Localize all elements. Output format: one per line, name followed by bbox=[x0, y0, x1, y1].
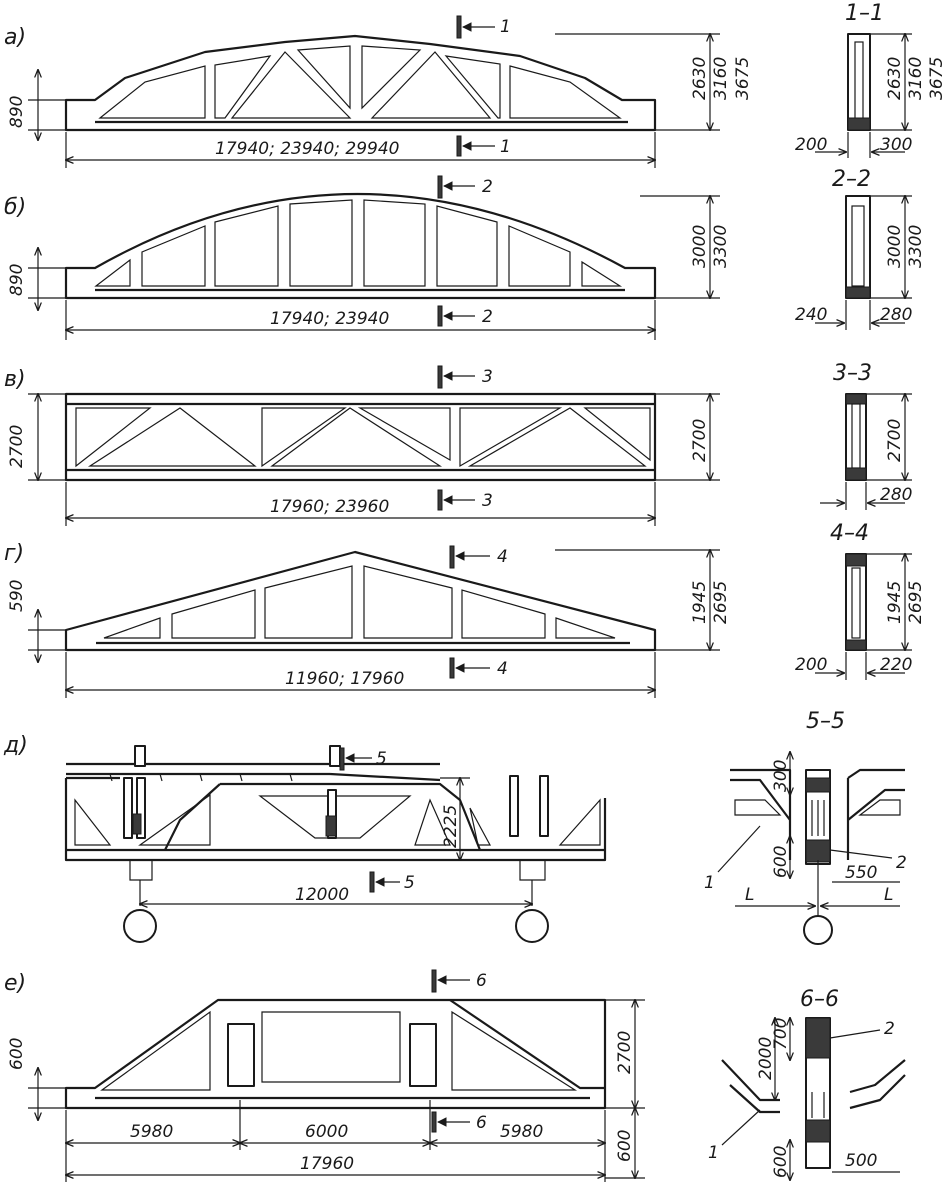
truss-e-span: 12000 bbox=[295, 885, 349, 905]
truss-a-cut-top: 1 bbox=[500, 17, 511, 37]
svg-text:2700: 2700 bbox=[690, 419, 710, 462]
label-b: б) bbox=[4, 195, 26, 220]
label-f: е) bbox=[4, 971, 26, 996]
svg-text:4: 4 bbox=[497, 547, 508, 567]
svg-text:3: 3 bbox=[482, 367, 493, 387]
svg-text:3300: 3300 bbox=[906, 225, 926, 268]
truss-a-cut-bottom: 1 bbox=[500, 137, 511, 157]
svg-text:L: L bbox=[745, 885, 754, 905]
truss-b: б) 17940; 23940 890 3000 3300 2 2 2–2 30… bbox=[4, 167, 926, 340]
truss-c-panels bbox=[75, 407, 651, 468]
section-2-title: 2–2 bbox=[832, 167, 871, 192]
svg-text:3000: 3000 bbox=[690, 225, 710, 268]
svg-text:2700: 2700 bbox=[615, 1031, 635, 1074]
svg-text:3675: 3675 bbox=[927, 57, 947, 100]
svg-text:600: 600 bbox=[615, 1130, 635, 1162]
truss-d-span: 11960; 17960 bbox=[285, 669, 404, 689]
axis-bubble-right bbox=[515, 909, 549, 943]
truss-a-span: 17940; 23940; 29940 bbox=[215, 139, 400, 159]
truss-c-span: 17960; 23960 bbox=[270, 497, 389, 517]
truss-f-segment-1: 5980 bbox=[130, 1122, 173, 1142]
truss-a-height-1: 2630 bbox=[690, 57, 710, 100]
section-3-body bbox=[845, 393, 867, 481]
svg-text:3160: 3160 bbox=[906, 57, 926, 100]
truss-d: г) 11960; 17960 590 1945 2695 4 4 4–4 19… bbox=[4, 521, 926, 698]
truss-a-height-3: 3675 bbox=[733, 57, 753, 100]
truss-c-outline bbox=[64, 392, 657, 482]
svg-text:2700: 2700 bbox=[885, 419, 905, 462]
truss-e-outline bbox=[64, 776, 607, 862]
svg-text:300: 300 bbox=[771, 760, 791, 792]
section-5-callout-1: 1 bbox=[704, 873, 715, 893]
section-6-callout-2: 2 bbox=[884, 1019, 895, 1039]
svg-text:3300: 3300 bbox=[711, 225, 731, 268]
truss-b-span: 17940; 23940 bbox=[270, 309, 389, 329]
svg-text:3: 3 bbox=[482, 491, 493, 511]
truss-f-outline bbox=[64, 998, 607, 1110]
section-6-callout-1: 1 bbox=[708, 1143, 719, 1163]
label-e: д) bbox=[3, 733, 28, 758]
truss-a-support-height: 890 bbox=[7, 96, 27, 128]
section-6-title: 6–6 bbox=[800, 987, 839, 1012]
svg-text:1945: 1945 bbox=[690, 581, 710, 624]
truss-d-outline bbox=[64, 550, 657, 652]
truss-b-panels bbox=[94, 199, 623, 287]
svg-text:6: 6 bbox=[476, 971, 487, 991]
section-3-title: 3–3 bbox=[833, 361, 872, 386]
axis-bubble-left bbox=[123, 909, 157, 943]
svg-text:220: 220 bbox=[880, 655, 912, 675]
svg-text:600: 600 bbox=[771, 846, 791, 878]
truss-c: в) 17960; 23960 2700 2700 3 3 3–3 2700 bbox=[4, 361, 912, 526]
svg-text:890: 890 bbox=[7, 264, 27, 296]
svg-text:5: 5 bbox=[404, 873, 415, 893]
svg-text:280: 280 bbox=[880, 305, 912, 325]
truss-a-outline bbox=[64, 34, 657, 132]
section-2-body bbox=[845, 195, 871, 299]
svg-text:200: 200 bbox=[795, 655, 827, 675]
svg-text:600: 600 bbox=[7, 1038, 27, 1070]
svg-text:2: 2 bbox=[482, 307, 493, 327]
svg-text:240: 240 bbox=[795, 305, 827, 325]
section-1-title: 1–1 bbox=[845, 1, 884, 26]
label-a: а) bbox=[4, 25, 26, 50]
svg-text:3000: 3000 bbox=[885, 225, 905, 268]
section-4-title: 4–4 bbox=[830, 521, 869, 546]
svg-text:550: 550 bbox=[845, 863, 877, 883]
svg-text:500: 500 bbox=[845, 1151, 877, 1171]
svg-text:2000: 2000 bbox=[756, 1037, 776, 1080]
truss-d-panels bbox=[103, 565, 616, 639]
svg-text:5: 5 bbox=[376, 749, 387, 769]
section-5-callout-2: 2 bbox=[896, 853, 907, 873]
label-d: г) bbox=[4, 541, 24, 566]
truss-f-segment-3: 5980 bbox=[500, 1122, 543, 1142]
svg-text:2695: 2695 bbox=[906, 581, 926, 624]
svg-text:300: 300 bbox=[880, 135, 912, 155]
truss-f-segment-2: 6000 bbox=[305, 1122, 348, 1142]
truss-a-panels bbox=[98, 45, 622, 119]
truss-a-height-2: 3160 bbox=[711, 57, 731, 100]
svg-text:200: 200 bbox=[795, 135, 827, 155]
svg-text:2: 2 bbox=[482, 177, 493, 197]
section-1-body bbox=[847, 33, 871, 131]
label-c: в) bbox=[4, 367, 26, 392]
section-5-title: 5–5 bbox=[806, 709, 845, 734]
svg-text:600: 600 bbox=[771, 1146, 791, 1178]
truss-b-outline bbox=[64, 193, 657, 300]
svg-text:590: 590 bbox=[7, 580, 27, 612]
truss-f: е) 5980 6000 5980 17960 600 2700 600 6 bbox=[4, 969, 906, 1182]
svg-text:2225: 2225 bbox=[441, 805, 461, 848]
svg-text:6: 6 bbox=[476, 1113, 487, 1133]
svg-text:2700: 2700 bbox=[7, 425, 27, 468]
svg-text:4: 4 bbox=[497, 659, 508, 679]
svg-text:2695: 2695 bbox=[711, 581, 731, 624]
truss-e: д) 12000 2225 5 5 5–5 bbox=[3, 709, 907, 945]
svg-text:1945: 1945 bbox=[885, 581, 905, 624]
truss-f-span: 17960 bbox=[300, 1154, 354, 1174]
svg-text:280: 280 bbox=[880, 485, 912, 505]
truss-a: а) 17940; 23940; 29940 890 2630 3160 367… bbox=[4, 1, 947, 168]
svg-text:2630: 2630 bbox=[885, 57, 905, 100]
svg-text:L: L bbox=[884, 885, 893, 905]
